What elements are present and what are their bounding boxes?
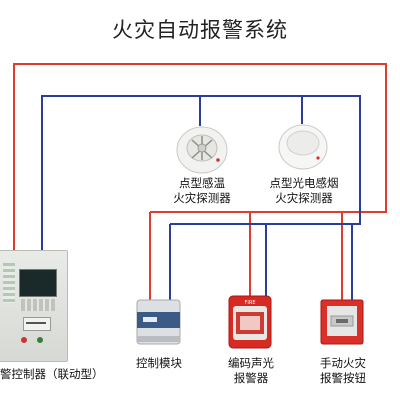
sounder-strobe-device: FIRE [228,295,272,349]
control-module-device [136,299,181,345]
smoke-detector-device [278,124,328,170]
status-led-green [37,337,43,343]
red-wire-main-loop [13,63,387,250]
manual-call-point-device [320,299,364,345]
control-panel-label: 警控制器（联动型） [0,367,104,381]
printer-slot [26,322,46,324]
sounder-face-text: FIRE [245,300,256,306]
heat-detector-device [176,126,228,174]
indicator-lights [3,263,15,303]
lcd-screen [19,269,57,297]
keypad [21,299,55,311]
control-module-label: 控制模块 [136,356,182,370]
manual-call-point-label: 手动火灾 报警按钮 [320,356,366,385]
status-led-red [21,337,27,343]
smoke-detector-label: 点型光电感烟 火灾探测器 [269,176,339,205]
sounder-strobe-label: 编码声光 报警器 [228,356,274,385]
printer-panel [23,317,51,331]
fire-alarm-control-panel [0,250,68,362]
blue-wire-main-loop [41,95,361,250]
heat-detector-label: 点型感温 火灾探测器 [173,176,231,205]
page-title: 火灾自动报警系统 [112,18,288,42]
